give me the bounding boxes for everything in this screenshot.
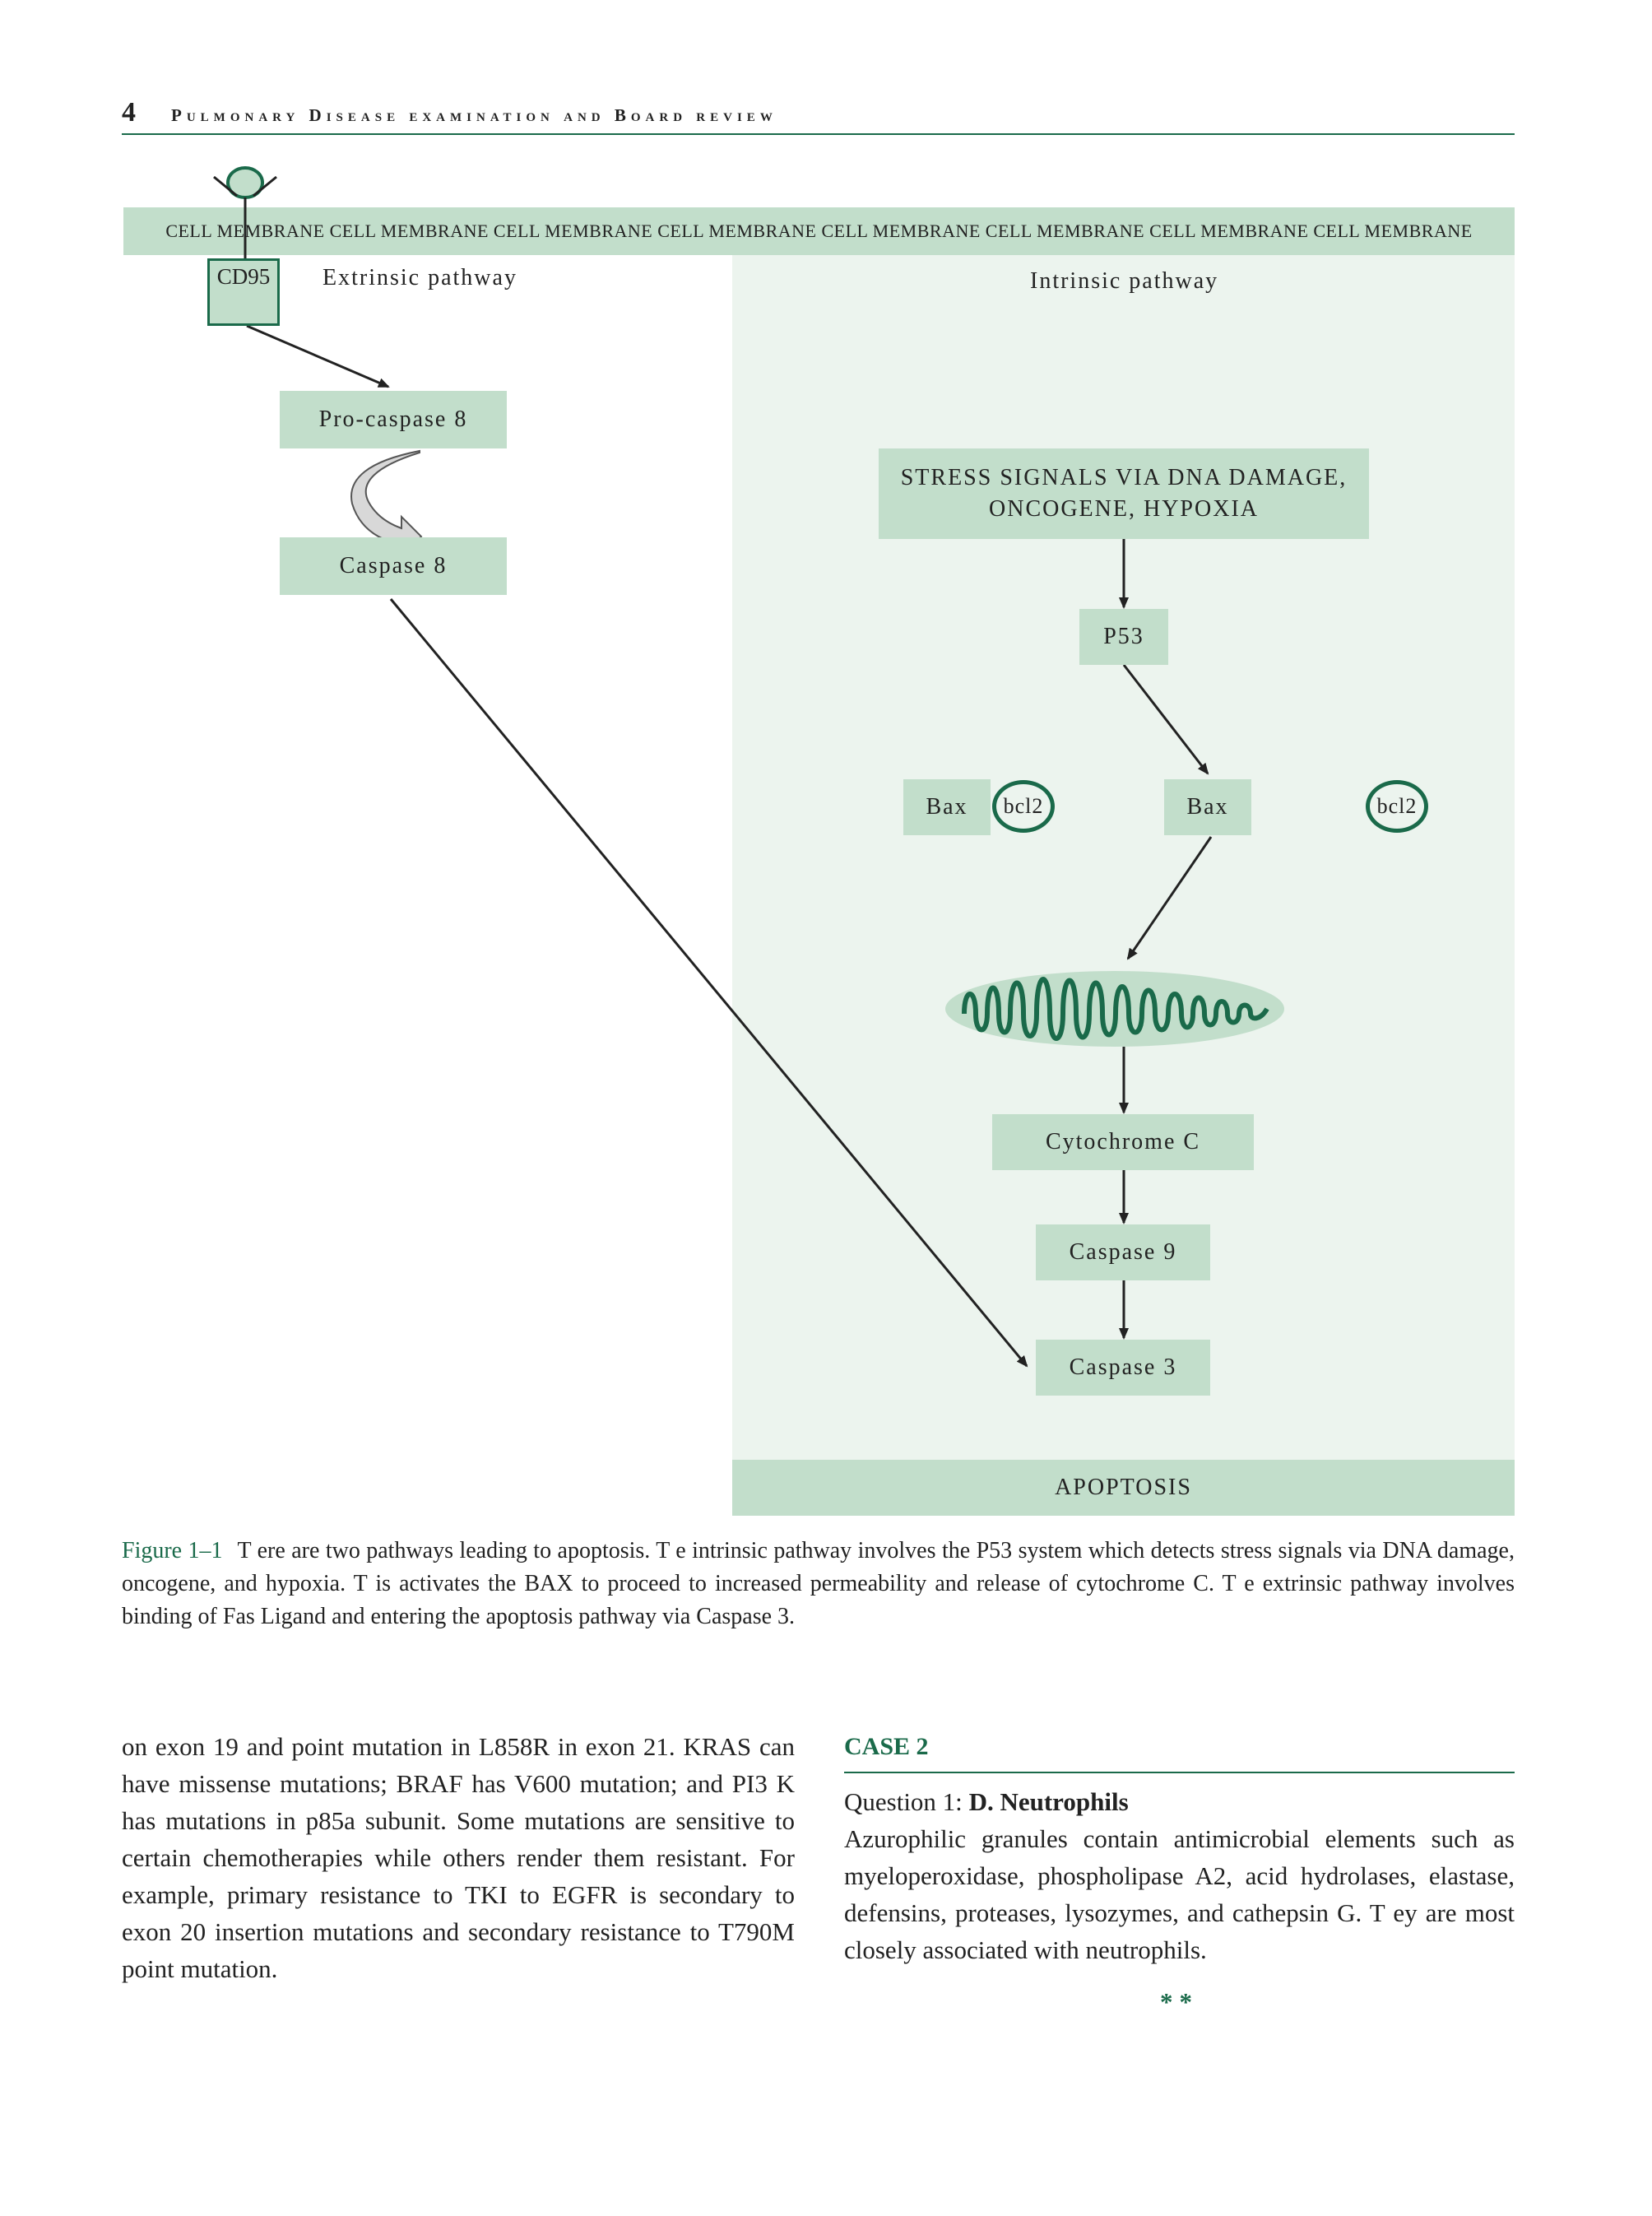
caption-text: T ere are two pathways leading to apopto…	[122, 1538, 1515, 1629]
stress-signals-line-1: STRESS SIGNALS VIA DNA DAMAGE,	[900, 465, 1348, 490]
caspase9-box: Caspase 9	[1036, 1224, 1210, 1280]
extrinsic-pathway-label: Extrinsic pathway	[323, 265, 517, 290]
bax-to-mitochondria-arrow	[1126, 836, 1213, 960]
figure-graphics	[213, 166, 1284, 1368]
question-answer: D. Neutrophils	[968, 1787, 1129, 1816]
bcl2-right-circle: bcl2	[1366, 780, 1428, 833]
bax-right-box: Bax	[1164, 779, 1251, 835]
case-title: CASE 2	[844, 1728, 1515, 1773]
intrinsic-pathway-label: Intrinsic pathway	[1030, 268, 1219, 294]
apoptosis-figure: CELL MEMBRANE CELL MEMBRANE CELL MEMBRAN…	[123, 166, 1515, 1516]
explanation-text: Azurophilic granules contain antimicrobi…	[844, 1824, 1515, 1964]
running-head: Pulmonary Disease examination and Board …	[171, 105, 777, 125]
p53-to-bax-arrow	[1122, 664, 1209, 775]
p53-box: P53	[1079, 609, 1168, 665]
cytochrome-c-box: Cytochrome C	[992, 1114, 1254, 1170]
cell-membrane-bar: CELL MEMBRANE CELL MEMBRANE CELL MEMBRAN…	[123, 207, 1515, 255]
question-prefix: Question 1:	[844, 1787, 969, 1816]
figure-label: Figure 1–1	[122, 1538, 223, 1563]
bcl2-left-circle: bcl2	[992, 780, 1055, 833]
left-column-text: on exon 19 and point mutation in L858R i…	[122, 1732, 795, 1983]
question-line: Question 1: D. Neutrophils	[844, 1783, 1515, 1820]
cd95-to-procaspase-arrow	[246, 324, 390, 388]
page-header: 4 Pulmonary Disease examination and Boar…	[122, 92, 1515, 135]
section-end-stars: **	[1160, 1987, 1199, 2016]
right-column: CASE 2 Question 1: D. Neutrophils Azurop…	[844, 1728, 1515, 2020]
fas-ligand-receptor-icon	[213, 166, 277, 260]
caspase8-box: Caspase 8	[280, 537, 507, 595]
stress-signals-line-2: ONCOGENE, HYPOXIA	[989, 496, 1259, 522]
cd95-receptor-box: CD95	[207, 258, 280, 326]
page-number: 4	[122, 97, 136, 128]
mitochondrion-icon	[945, 971, 1284, 1047]
apoptosis-bar: APOPTOSIS	[732, 1460, 1515, 1516]
caspase3-box: Caspase 3	[1036, 1340, 1210, 1396]
caspase8-to-caspase3-arrow	[389, 598, 1028, 1368]
bax-left-box: Bax	[903, 779, 991, 835]
procaspase8-box: Pro-caspase 8	[280, 391, 507, 448]
stress-signals-box: STRESS SIGNALS VIA DNA DAMAGE, ONCOGENE,…	[879, 448, 1369, 539]
